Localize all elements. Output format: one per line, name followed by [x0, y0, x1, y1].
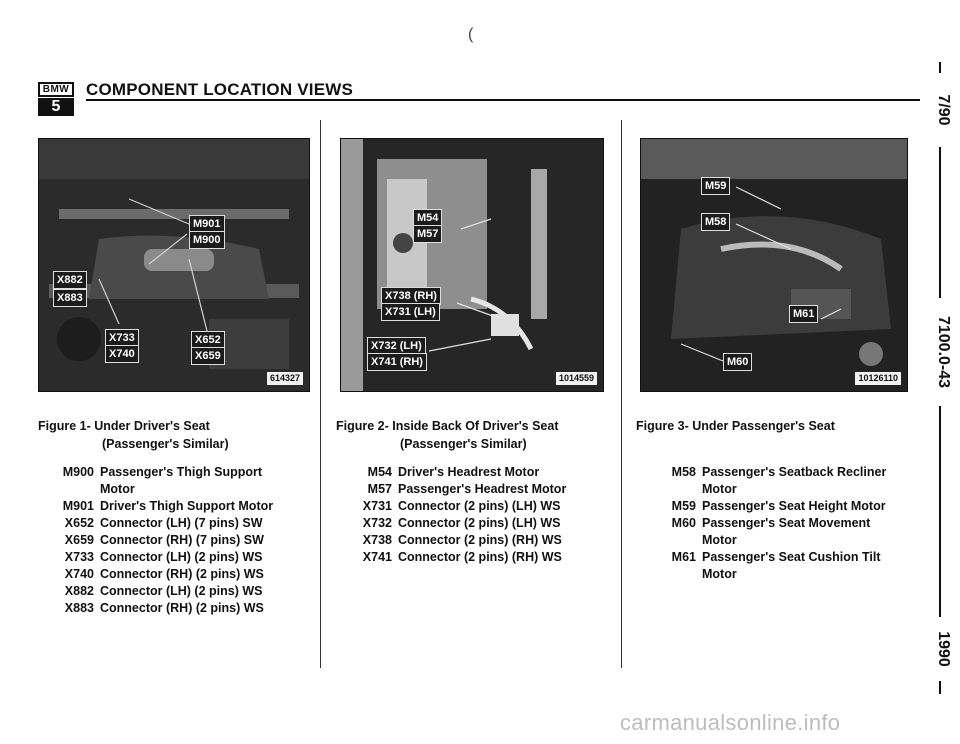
legend-item: M901 Driver's Thigh Support Motor: [46, 498, 296, 515]
legend-code: X738: [362, 533, 392, 547]
column-separator: [621, 120, 622, 668]
legend-code: X732: [362, 516, 392, 530]
photo-id: 614327: [266, 372, 303, 385]
figure-1-caption: Figure 1- Under Driver's Seat: [38, 419, 210, 433]
legend-desc: Connector (RH) (2 pins) WS: [100, 567, 264, 581]
watermark: carmanualsonline.info: [620, 710, 841, 735]
legend-item: X883 Connector (RH) (2 pins) WS: [46, 600, 296, 617]
callout-x882: X882: [53, 271, 87, 289]
photo-id: 10126110: [855, 372, 901, 385]
figure-2-photo: M54 M57 X738 (RH) X731 (LH) X732 (LH) X7…: [340, 138, 604, 392]
callout-x740: X740: [105, 345, 139, 363]
logo-brand-text: BMW: [38, 82, 74, 97]
figure-3-photo: M59 M58 M61 M60 10126110: [640, 138, 908, 392]
legend-desc: Connector (LH) (2 pins) WS: [100, 584, 263, 598]
legend-desc: Passenger's Seat Movement Motor: [702, 516, 871, 547]
callout-m59: M59: [701, 177, 731, 195]
legend-code: X659: [64, 533, 94, 547]
figure-1-photo: M901 M900 X882 X883 X733 X740 X652 X659 …: [38, 138, 310, 392]
legend-item: X882 Connector (LH) (2 pins) WS: [46, 583, 296, 600]
legend-code: M58: [671, 465, 696, 479]
legend-desc: Connector (LH) (2 pins) WS: [100, 550, 263, 564]
legend-code: X882: [64, 584, 94, 598]
legend-item: X741 Connector (2 pins) (RH) WS: [344, 549, 614, 566]
column-separator: [320, 120, 321, 668]
figure-1-photo-art: [39, 139, 309, 391]
legend-desc: Passenger's Headrest Motor: [398, 482, 567, 496]
callout-m60: M60: [723, 353, 753, 371]
figure-3-caption: Figure 3- Under Passenger's Seat: [636, 419, 835, 433]
figure-2-caption-sub: (Passenger's Similar): [400, 437, 527, 451]
logo-series-text: 5: [38, 98, 74, 116]
legend-desc: Connector (2 pins) (LH) WS: [398, 499, 561, 513]
legend-code: M60: [671, 516, 696, 530]
legend-item: X738 Connector (2 pins) (RH) WS: [344, 532, 614, 549]
side-page-number: 7100.0-43: [934, 298, 952, 406]
callout-x652: X652: [191, 331, 225, 349]
legend-code: X883: [64, 601, 94, 615]
legend-desc: Connector (2 pins) (LH) WS: [398, 516, 561, 530]
figure-3-photo-art: [641, 139, 907, 391]
callout-x731-lh: X731 (LH): [381, 303, 440, 321]
legend-code: X740: [64, 567, 94, 581]
legend-desc: Connector (2 pins) (RH) WS: [398, 533, 562, 547]
callout-m900: M900: [189, 231, 225, 249]
figure-1-legend: M900 Passenger's Thigh Support Motor M901…: [46, 464, 296, 617]
photo-id: 1014559: [555, 372, 597, 385]
legend-desc: Connector (LH) (7 pins) SW: [100, 516, 263, 530]
legend-code: X731: [362, 499, 392, 513]
legend-item: X731 Connector (2 pins) (LH) WS: [344, 498, 614, 515]
legend-item: M58 Passenger's Seatback Recliner Motor: [652, 464, 902, 498]
legend-desc: Passenger's Seat Height Motor: [702, 499, 886, 513]
legend-code: X741: [362, 550, 392, 564]
legend-code: M59: [671, 499, 696, 513]
callout-m57: M57: [413, 225, 443, 243]
legend-desc: Driver's Thigh Support Motor: [100, 499, 274, 513]
side-year: 1990: [934, 617, 952, 681]
callout-m61: M61: [789, 305, 819, 323]
legend-desc: Passenger's Seatback Recliner Motor: [702, 465, 887, 496]
side-date: 7/90: [934, 73, 952, 147]
callout-x659: X659: [191, 347, 225, 365]
figure-1-caption-sub: (Passenger's Similar): [102, 437, 229, 451]
legend-item: X733 Connector (LH) (2 pins) WS: [46, 549, 296, 566]
legend-item: M900 Passenger's Thigh Support Motor: [46, 464, 296, 498]
legend-code: M61: [671, 550, 696, 564]
legend-desc: Driver's Headrest Motor: [398, 465, 540, 479]
legend-code: X733: [64, 550, 94, 564]
callout-m58: M58: [701, 213, 731, 231]
legend-item: M57 Passenger's Headrest Motor: [344, 481, 614, 498]
legend-desc: Connector (RH) (7 pins) SW: [100, 533, 264, 547]
legend-desc: Passenger's Seat Cushion Tilt Motor: [702, 550, 881, 581]
legend-item: X652 Connector (LH) (7 pins) SW: [46, 515, 296, 532]
stray-mark: (: [468, 26, 474, 43]
legend-item: M59 Passenger's Seat Height Motor: [652, 498, 902, 515]
callout-x738-rh: X738 (RH): [381, 287, 441, 305]
legend-code: M901: [62, 499, 94, 513]
legend-code: M54: [367, 465, 392, 479]
legend-item: X740 Connector (RH) (2 pins) WS: [46, 566, 296, 583]
figure-2-legend: M54 Driver's Headrest Motor M57 Passenger'…: [344, 464, 614, 566]
legend-item: X659 Connector (RH) (7 pins) SW: [46, 532, 296, 549]
bmw-5-logo: BMW 5: [38, 82, 74, 116]
legend-code: M900: [62, 465, 94, 479]
legend-item: M54 Driver's Headrest Motor: [344, 464, 614, 481]
callout-x883: X883: [53, 289, 87, 307]
legend-desc: Connector (RH) (2 pins) WS: [100, 601, 264, 615]
figure-2-caption: Figure 2- Inside Back Of Driver's Seat: [336, 419, 559, 433]
figure-3-legend: M58 Passenger's Seatback Recliner Motor M…: [652, 464, 902, 583]
legend-code: X652: [64, 516, 94, 530]
legend-item: M60 Passenger's Seat Movement Motor: [652, 515, 902, 549]
legend-desc: Passenger's Thigh Support Motor: [100, 465, 263, 496]
legend-item: M61 Passenger's Seat Cushion Tilt Motor: [652, 549, 902, 583]
legend-code: M57: [367, 482, 392, 496]
page-title: COMPONENT LOCATION VIEWS: [86, 80, 354, 99]
callout-m54: M54: [413, 209, 443, 227]
legend-item: X732 Connector (2 pins) (LH) WS: [344, 515, 614, 532]
legend-desc: Connector (2 pins) (RH) WS: [398, 550, 562, 564]
callout-x741-rh: X741 (RH): [367, 353, 427, 371]
header-rule: [86, 99, 920, 101]
